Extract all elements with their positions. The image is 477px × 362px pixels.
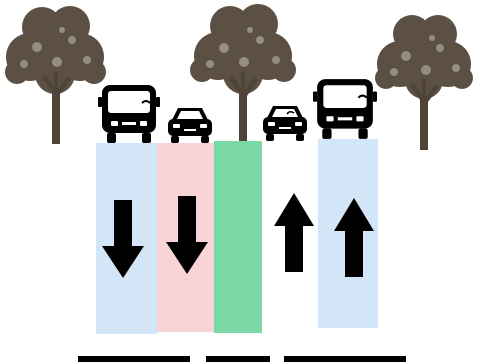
car-right-icon — [261, 102, 309, 142]
arrow-up-car-lane-icon — [274, 193, 314, 272]
scale-bar-right — [284, 356, 406, 362]
car-left-icon — [166, 104, 214, 144]
arrow-up-bus-lane-icon — [334, 198, 374, 277]
arrow-down-bus-lane-icon — [102, 200, 144, 278]
scale-bar-left — [78, 356, 190, 362]
scale-bar-middle — [206, 356, 270, 362]
tree-right-icon — [372, 12, 476, 150]
arrow-down-car-lane-icon — [166, 196, 208, 274]
median-strip — [214, 141, 262, 333]
tree-left-icon — [2, 2, 108, 144]
bus-left-icon — [98, 83, 160, 145]
bus-right-icon — [313, 77, 377, 141]
